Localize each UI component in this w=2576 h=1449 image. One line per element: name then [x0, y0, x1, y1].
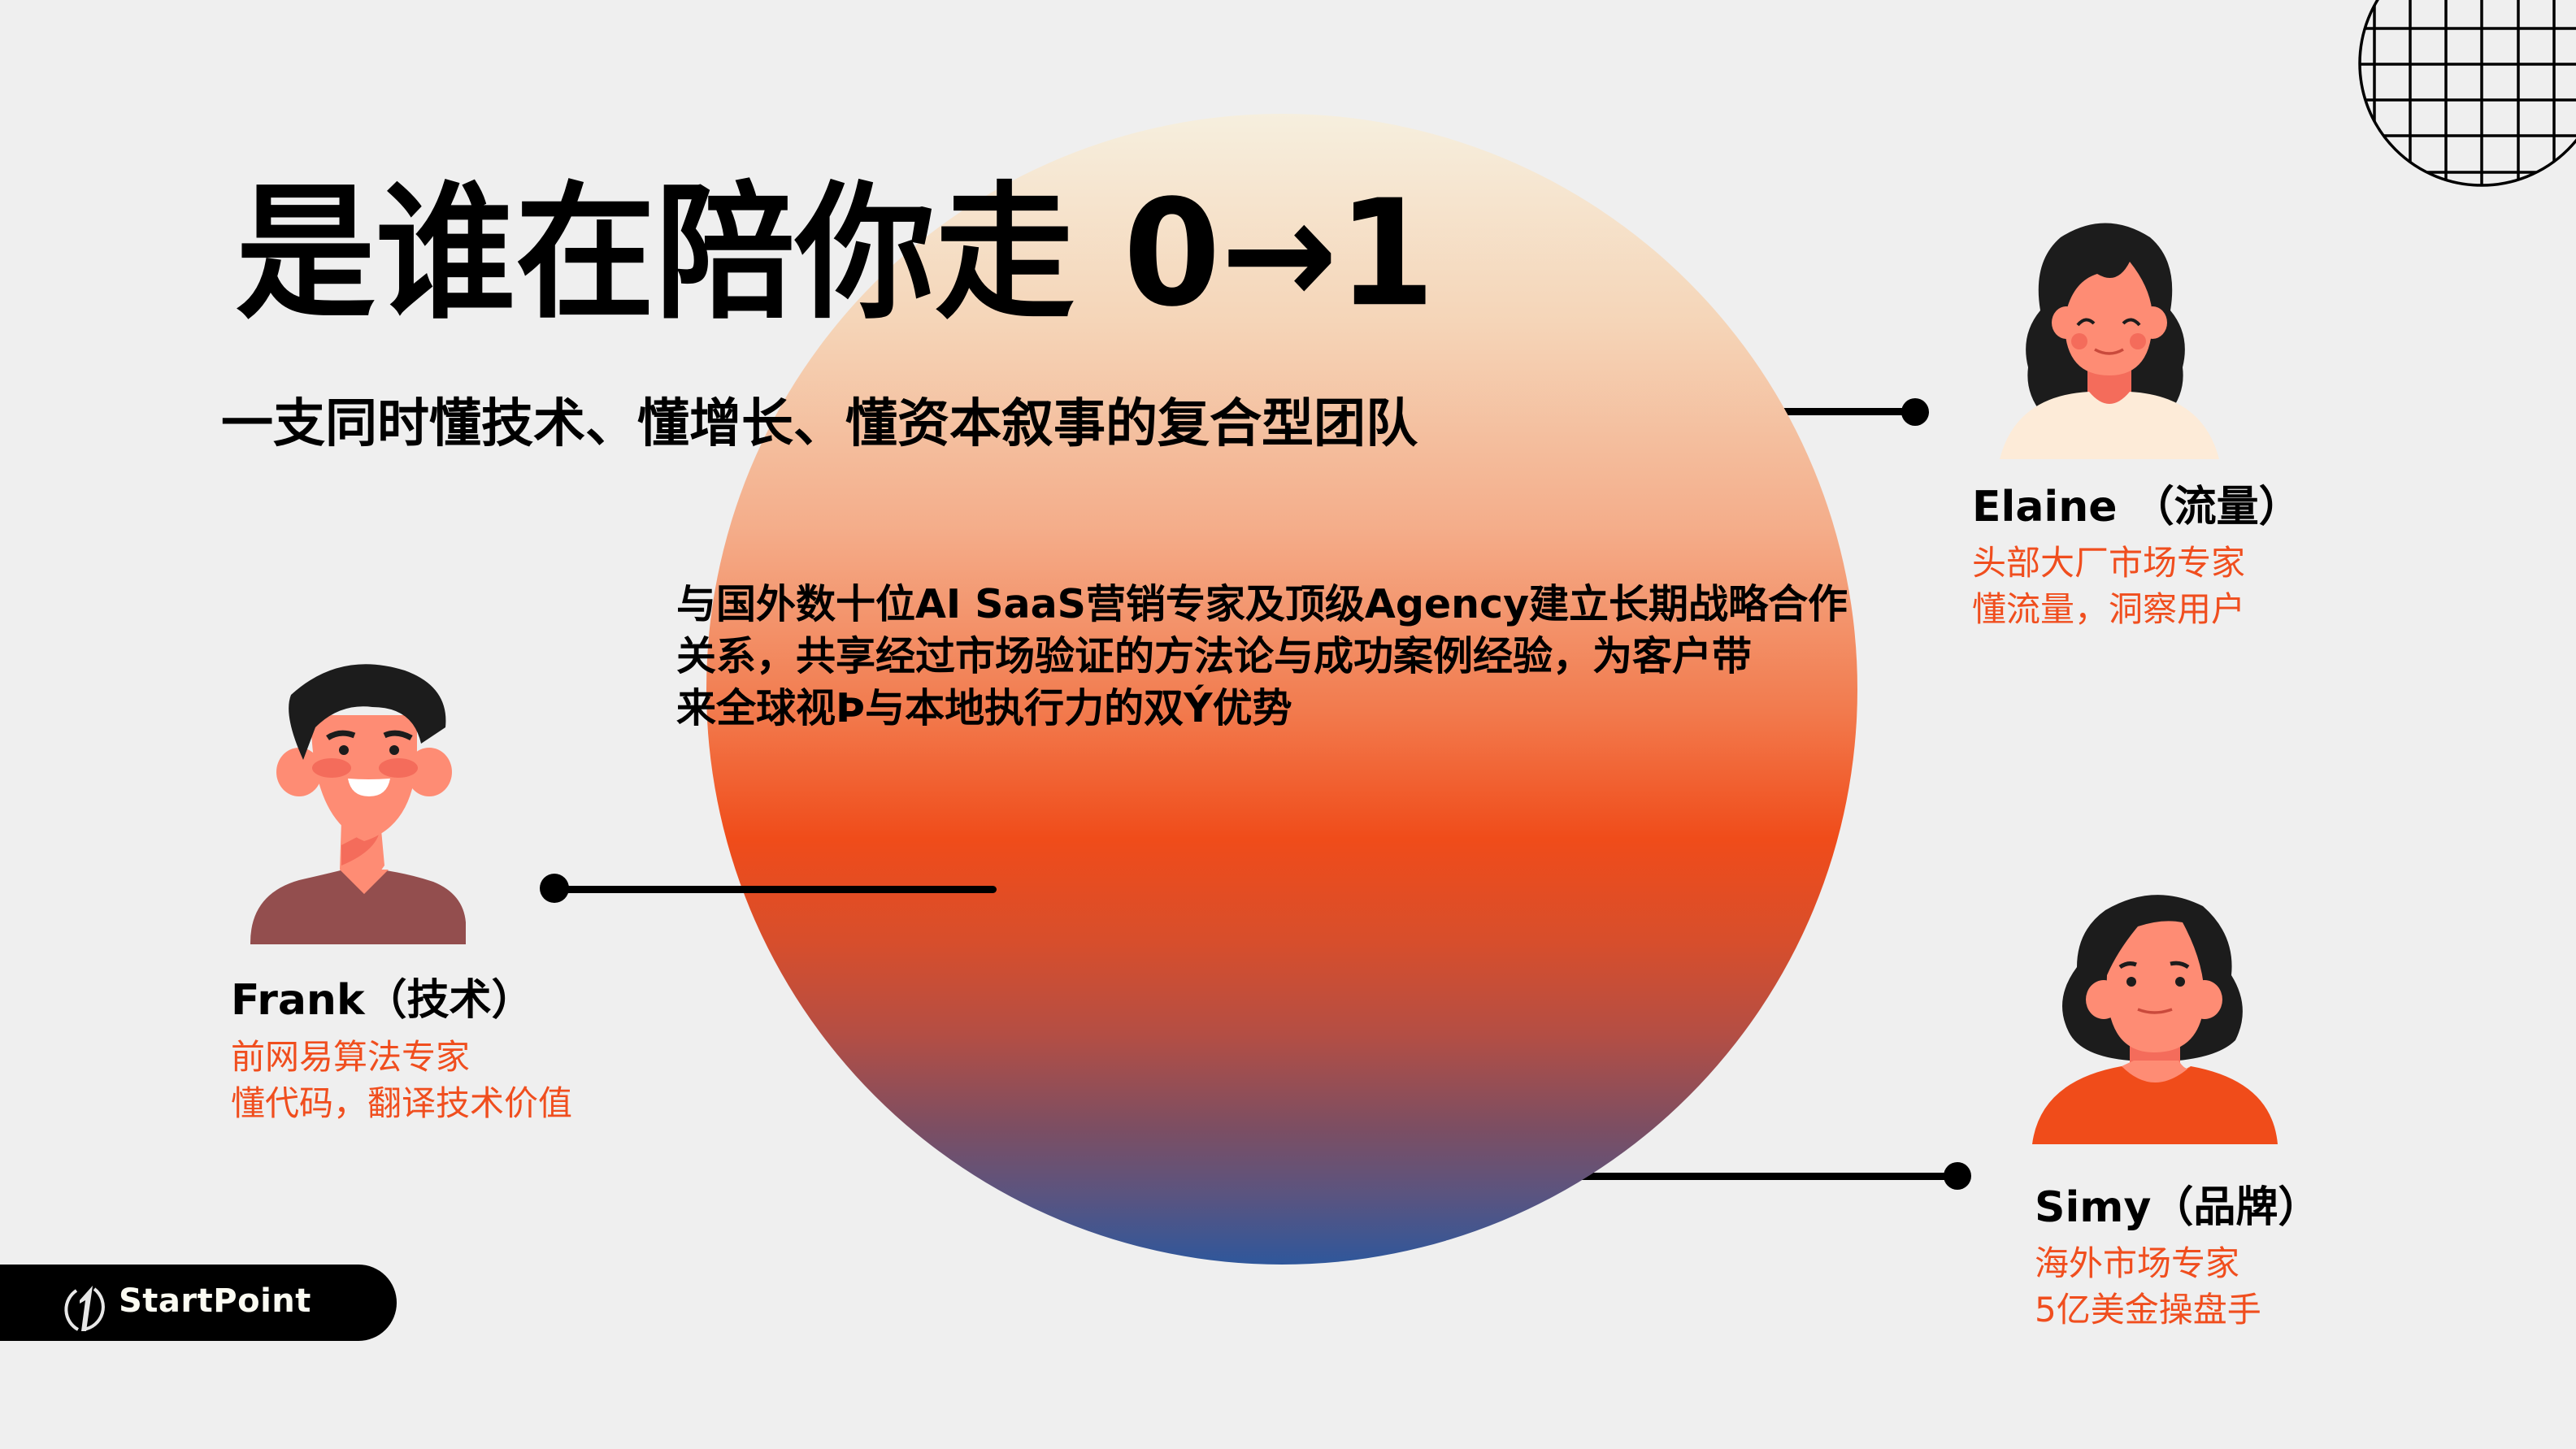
intro-line: 关系，共享经过市场验证的方法论与成功案例经验，为客户带	[676, 633, 1753, 679]
connector-line-frank	[554, 886, 997, 893]
simy-avatar	[2032, 895, 2278, 1144]
frank-description: 前网易算法专家 懂代码，翻译技术价值	[231, 1034, 572, 1126]
simy-desc-line: 5亿美金操盘手	[2035, 1290, 2261, 1330]
connector-dot-elaine	[1901, 398, 1929, 426]
connector-dot-frank	[540, 874, 569, 903]
simy-name: Simy（品牌）	[2035, 1183, 2321, 1232]
connector-line-elaine	[1772, 408, 1915, 415]
frank-desc-line: 懂代码，翻译技术价值	[231, 1083, 573, 1123]
intro-line: 来全球视Þ与本地执行力的双Ý优势	[676, 685, 1292, 731]
grid-circle-decoration	[2358, 0, 2576, 187]
elaine-avatar	[2000, 223, 2219, 459]
frank-avatar	[250, 664, 466, 944]
simy-desc-line: 海外市场专家	[2035, 1243, 2240, 1283]
intro-paragraph: 与国外数十位AI SaaS营销专家及顶级Agency建立长期战略合作 关系，共享…	[676, 579, 1928, 735]
elaine-name: Elaine （流量）	[1972, 483, 2301, 531]
frank-desc-line: 前网易算法专家	[231, 1037, 471, 1077]
connector-dot-simy	[1944, 1162, 1971, 1190]
connector-line-simy	[1577, 1173, 1957, 1180]
page-subtitle: 一支同时懂技术、懂增长、懂资本叙事的复合型团队	[221, 394, 1418, 454]
intro-line: 与国外数十位AI SaaS营销专家及顶级Agency建立长期战略合作	[676, 581, 1848, 627]
startpoint-logo-icon	[64, 1286, 105, 1331]
elaine-desc-line: 头部大厂市场专家	[1972, 543, 2246, 583]
page-title: 是谁在陪你走 0→1	[236, 167, 1436, 340]
elaine-description: 头部大厂市场专家 懂流量，洞察用户	[1972, 540, 2245, 632]
logo-text: StartPoint	[119, 1282, 311, 1320]
frank-name: Frank（技术）	[231, 976, 534, 1025]
startpoint-logo: StartPoint	[0, 1265, 397, 1341]
simy-description: 海外市场专家 5亿美金操盘手	[2035, 1240, 2261, 1333]
gradient-circle	[706, 114, 1857, 1265]
elaine-desc-line: 懂流量，洞察用户	[1972, 589, 2246, 629]
